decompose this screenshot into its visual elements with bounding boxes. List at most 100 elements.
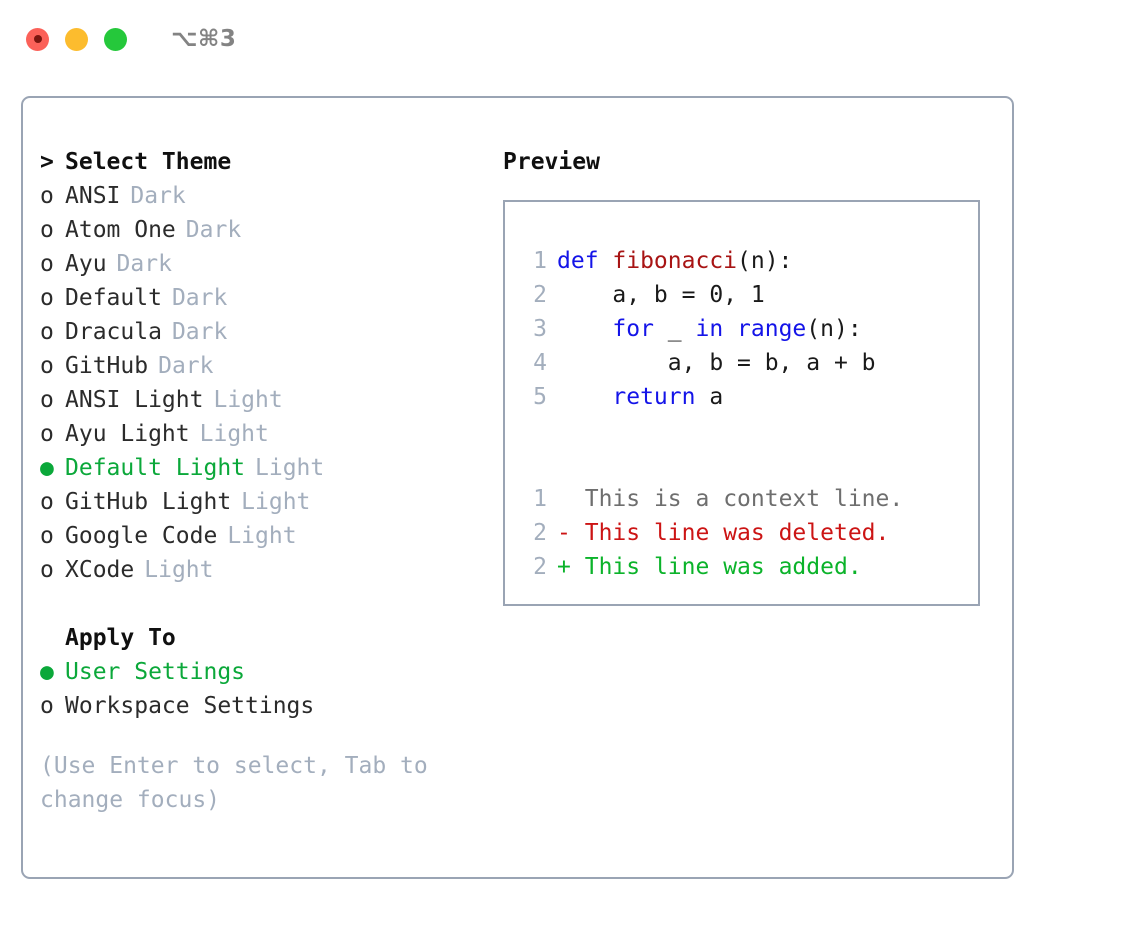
code-token: a, b = 0, 1 (557, 282, 765, 308)
theme-selector-column: > Select Theme o ANSI Dark o Atom One Da… (23, 98, 493, 877)
code-line: 4 a, b = b, a + b (505, 346, 978, 380)
maximize-button[interactable] (104, 27, 127, 51)
code-token: fibonacci (612, 248, 738, 274)
preview-spacer (505, 448, 978, 482)
theme-item-atom-one[interactable]: o Atom One Dark (40, 213, 493, 247)
theme-item-label: Google Code (65, 523, 218, 549)
apply-to-heading-label: Apply To (65, 625, 176, 651)
code-token: (n): (806, 316, 862, 342)
theme-item-label: GitHub (65, 353, 149, 379)
line-number: 2 (533, 282, 547, 308)
diff-body: This line was deleted. (584, 520, 890, 546)
theme-item-label: GitHub Light (65, 489, 232, 515)
theme-item-tag: Dark (171, 285, 228, 311)
code-content: a, b = 0, 1 (547, 278, 765, 312)
line-number: 2 (533, 520, 547, 546)
close-button[interactable] (26, 27, 49, 51)
theme-item-xcode[interactable]: o XCode Light (40, 553, 493, 587)
theme-item-ayu-light[interactable]: o Ayu Light Light (40, 417, 493, 451)
theme-item-default[interactable]: o Default Dark (40, 281, 493, 315)
theme-item-label: Ayu (65, 251, 107, 277)
theme-list-heading: > Select Theme (40, 145, 493, 179)
theme-item-tag: Dark (171, 319, 228, 345)
diff-text (571, 554, 585, 580)
line-number: 2 (533, 554, 547, 580)
diff-sign: - (557, 520, 571, 546)
theme-item-ayu[interactable]: o Ayu Dark (40, 247, 493, 281)
code-content: a, b = b, a + b (547, 346, 876, 380)
radio-icon[interactable]: o (40, 251, 54, 277)
theme-item-label: ANSI Light (65, 387, 204, 413)
code-content: def fibonacci(n): (547, 244, 792, 278)
shortcut-label: ⌥⌘3 (171, 26, 237, 52)
code-content: for _ in range(n): (547, 312, 862, 346)
diff-line-added: 2 + This line was added. (505, 550, 978, 584)
theme-item-tag: Light (255, 455, 325, 481)
diff-sign: + (557, 554, 571, 580)
minimize-button[interactable] (65, 27, 88, 51)
theme-item-dracula[interactable]: o Dracula Dark (40, 315, 493, 349)
apply-to-workspace-settings[interactable]: o Workspace Settings (40, 689, 493, 723)
theme-item-tag: Dark (116, 251, 172, 277)
theme-item-default-light[interactable]: ● Default Light Light (40, 451, 493, 485)
code-line: 1 def fibonacci(n): (505, 244, 978, 278)
diff-line-context: 1 This is a context line. (505, 482, 978, 516)
radio-selected-icon[interactable]: ● (40, 455, 54, 481)
apply-to-user-settings[interactable]: ● User Settings (40, 655, 493, 689)
theme-item-github[interactable]: o GitHub Dark (40, 349, 493, 383)
radio-icon[interactable]: o (40, 421, 54, 447)
code-line: 3 for _ in range(n): (505, 312, 978, 346)
line-number: 3 (533, 316, 547, 342)
diff-text (571, 486, 585, 512)
diff-text (571, 520, 585, 546)
line-number: 5 (533, 384, 547, 410)
diff-body: This line was added. (584, 554, 862, 580)
radio-icon[interactable]: o (40, 285, 54, 311)
list-spacer (40, 587, 493, 621)
apply-to-item-label: User Settings (65, 659, 246, 685)
code-token: in (695, 316, 724, 342)
code-line: 2 a, b = 0, 1 (505, 278, 978, 312)
radio-icon[interactable]: o (40, 217, 54, 243)
code-line: 5 return a (505, 380, 978, 414)
caret-icon: > (40, 149, 54, 175)
theme-item-google-code[interactable]: o Google Code Light (40, 519, 493, 553)
theme-item-label: XCode (65, 557, 135, 583)
theme-list-heading-label: Select Theme (65, 149, 232, 175)
radio-icon[interactable]: o (40, 319, 54, 345)
radio-icon[interactable]: o (40, 387, 54, 413)
theme-item-tag: Dark (130, 183, 186, 209)
diff-content: + This line was added. (547, 550, 862, 584)
theme-item-tag: Dark (185, 217, 242, 243)
code-token: a (695, 384, 724, 410)
radio-icon[interactable]: o (40, 353, 54, 379)
apply-to-item-label: Workspace Settings (65, 693, 315, 719)
code-token: range (737, 316, 807, 342)
radio-icon[interactable]: o (40, 557, 54, 583)
theme-item-label: Atom One (65, 217, 176, 243)
theme-item-label: Ayu Light (65, 421, 190, 447)
title-bar: ⌥⌘3 (0, 0, 1140, 78)
code-token (723, 316, 737, 342)
diff-content: - This line was deleted. (547, 516, 889, 550)
preview-box: 1 def fibonacci(n): 2 a, b = 0, 1 3 for … (503, 200, 980, 606)
theme-item-tag: Light (227, 523, 297, 549)
theme-item-label: Dracula (65, 319, 162, 345)
radio-icon[interactable]: o (40, 523, 54, 549)
radio-icon[interactable]: o (40, 693, 54, 719)
diff-content: This is a context line. (547, 482, 904, 516)
code-content: return a (547, 380, 723, 414)
theme-item-ansi-light[interactable]: o ANSI Light Light (40, 383, 493, 417)
radio-icon[interactable]: o (40, 183, 54, 209)
theme-item-tag: Light (213, 387, 283, 413)
radio-icon[interactable]: o (40, 489, 54, 515)
diff-body: This is a context line. (584, 486, 904, 512)
code-token (557, 316, 612, 342)
theme-item-github-light[interactable]: o GitHub Light Light (40, 485, 493, 519)
line-number: 1 (533, 486, 547, 512)
theme-item-ansi[interactable]: o ANSI Dark (40, 179, 493, 213)
theme-item-tag: Light (199, 421, 269, 447)
apply-to-heading: o Apply To (40, 621, 493, 655)
radio-selected-icon[interactable]: ● (40, 659, 54, 685)
